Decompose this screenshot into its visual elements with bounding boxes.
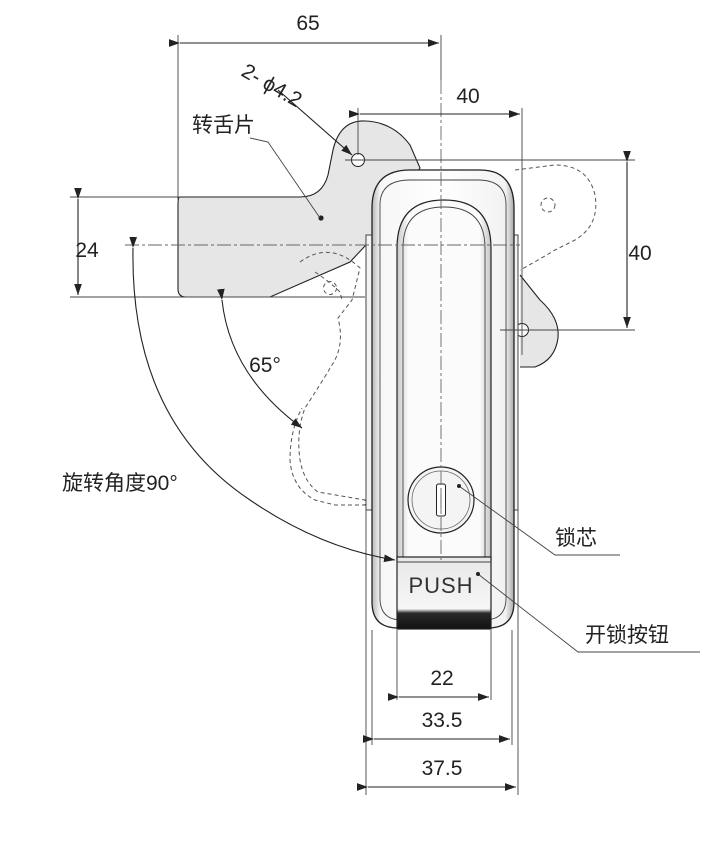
lock-core-label: 锁芯: [555, 527, 597, 550]
dim-24: 24: [75, 239, 99, 262]
tongue-plate-rotated-outline: [289, 251, 366, 506]
hole-spec-label: 2- ϕ4.2: [238, 59, 306, 112]
dim-22: 22: [430, 667, 453, 690]
rotation-angle-label: 旋转角度90°: [62, 472, 178, 495]
right-tongue-outline: [514, 164, 597, 368]
dim-37-5: 37.5: [422, 757, 463, 780]
handle: [396, 199, 492, 561]
dim-40-right: 40: [628, 242, 651, 265]
push-button[interactable]: PUSH: [396, 556, 492, 630]
dim-33-5: 33.5: [422, 709, 463, 732]
push-label: PUSH: [408, 573, 473, 598]
dim-40-top: 40: [456, 85, 479, 108]
tongue-piece-label: 转舌片: [192, 114, 255, 137]
unlock-button-label: 开锁按钮: [585, 624, 669, 647]
dim-angle-65: 65°: [249, 354, 281, 377]
dim-65: 65: [296, 12, 319, 35]
pivot-dot: [318, 215, 324, 221]
